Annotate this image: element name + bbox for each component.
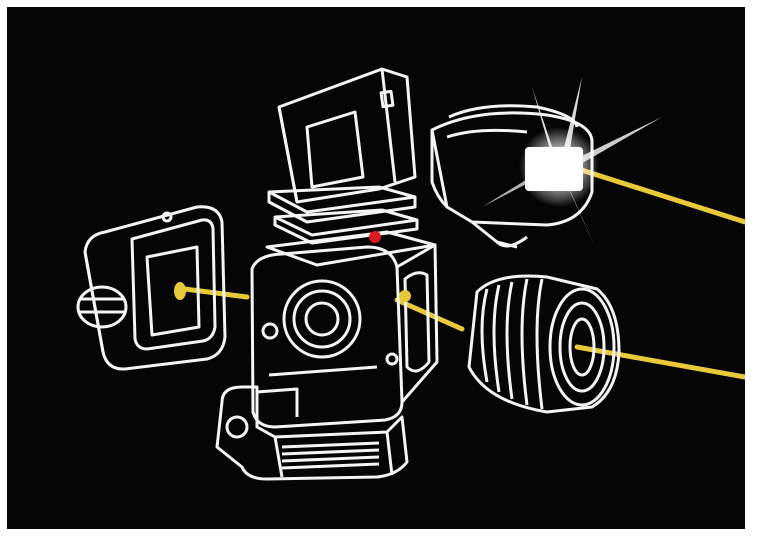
indicator-dot: [369, 231, 381, 243]
mount-marker: [399, 290, 411, 302]
film-magazine: [78, 207, 225, 369]
connector-rods: [177, 167, 745, 377]
lens: [469, 276, 619, 412]
magazine-pin: [174, 282, 186, 300]
viewfinder-prism: [269, 69, 417, 243]
exploded-camera-illustration: [7, 7, 745, 529]
camera-body: [217, 232, 437, 479]
illustration-frame: [7, 7, 745, 529]
magazine-connector-rod: [177, 288, 247, 297]
flash-burst: [482, 77, 662, 247]
